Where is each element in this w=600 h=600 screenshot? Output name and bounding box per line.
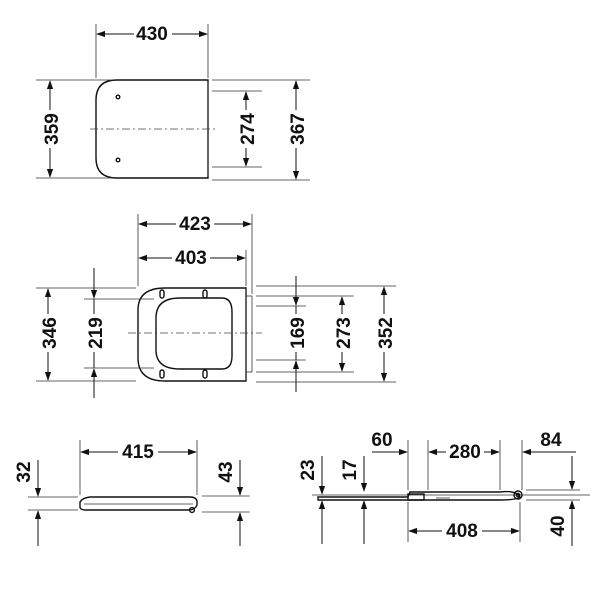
hinge-view: 60 280 84 23 17 408 40 [298,430,590,546]
seat-bumper-3 [159,369,165,379]
dim-280-label: 280 [449,442,481,463]
dim-367-label: 367 [288,113,309,145]
seat-outline [137,287,247,382]
dim-23-label: 23 [298,459,319,480]
dim-273-label: 273 [334,317,355,349]
dim-17-label: 17 [340,459,361,480]
top-view: 430 359 274 367 [36,22,310,181]
dim-430-label: 430 [136,24,168,45]
dim-219-label: 219 [86,317,107,349]
top-hole-lower [115,157,121,163]
dim-346-label: 346 [40,317,61,349]
top-lid-outline [95,79,209,179]
dim-40-label: 40 [548,515,569,536]
side-view: 415 32 43 [14,440,250,546]
dim-408-label: 408 [446,521,478,542]
dim-274-label: 274 [238,113,259,145]
dim-352-label: 352 [376,317,397,349]
dim-60-label: 60 [371,430,392,451]
side-profile [79,496,198,511]
hinge-profile [317,490,521,501]
seat-opening [155,297,233,370]
seat-bumper-1 [159,289,165,299]
seat-bumper-2 [202,289,208,299]
dim-359-label: 359 [42,113,63,145]
dim-43-label: 43 [216,461,237,482]
hinge-mount [407,493,425,501]
dim-169-label: 169 [288,317,309,349]
middle-view: 423 403 346 219 169 273 [36,212,397,398]
dim-403-label: 403 [175,248,207,269]
dim-32-label: 32 [14,461,35,482]
dim-84-label: 84 [540,430,562,451]
seat-bumper-4 [202,369,208,379]
dim-415-label: 415 [122,442,154,463]
hinge-pivot [513,490,523,500]
top-hole-upper [115,94,121,100]
dim-423-label: 423 [179,214,211,235]
